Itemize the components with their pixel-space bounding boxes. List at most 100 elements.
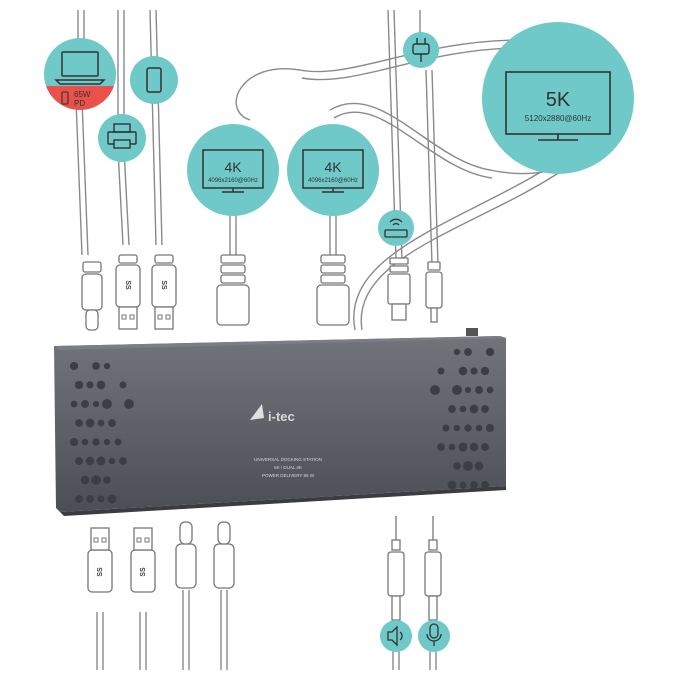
monitor-1-resolution: 4K: [224, 159, 242, 175]
usb-a-plug-top-2: [151, 254, 177, 330]
dock-label-line-2: 5K / DUAL 4K: [274, 465, 302, 470]
i-tec-logo: i-tec: [250, 404, 295, 424]
brand-text: i-tec: [268, 409, 295, 424]
vent-hole: [74, 380, 84, 390]
bottom-usb-a-2: [130, 527, 156, 593]
hdmi-plug-1: [216, 254, 250, 326]
vent-hole: [470, 367, 478, 375]
smartphone-icon: [146, 67, 162, 93]
vent-hole: [92, 438, 100, 446]
monitor-5k-detail: 5120x2880@60Hz: [525, 114, 591, 123]
vent-hole: [481, 443, 489, 451]
vent-hole: [103, 476, 111, 484]
vent-hole: [75, 495, 83, 503]
audio-jack-1: [387, 516, 405, 621]
vent-hole: [469, 404, 479, 414]
monitor-2: 4K 4096x2160@60Hz: [287, 124, 379, 216]
vent-hole: [485, 423, 495, 433]
vent-hole: [97, 419, 105, 427]
bottom-usb-c-1: [175, 521, 197, 589]
vent-hole: [453, 424, 461, 432]
vent-hole: [81, 438, 89, 446]
printer-device: [98, 114, 146, 162]
vent-hole: [107, 494, 117, 504]
vent-hole: [86, 381, 94, 389]
vent-hole: [453, 348, 461, 356]
vent-hole: [96, 456, 106, 466]
router-device: [378, 210, 414, 246]
vent-holes-left: [69, 361, 134, 504]
vent-hole: [81, 400, 89, 408]
vent-hole: [92, 400, 100, 408]
vent-hole: [85, 456, 95, 466]
vent-hole: [91, 475, 101, 485]
power-device: [403, 32, 439, 68]
vent-hole: [480, 366, 490, 376]
dock-label-line-3: POWER DELIVERY 65 W: [262, 473, 315, 478]
vent-hole: [458, 442, 468, 452]
vent-hole: [108, 457, 116, 465]
vent-hole: [447, 480, 457, 490]
microphone-device: [418, 620, 450, 652]
vent-hole: [452, 385, 462, 395]
router-icon: [384, 218, 408, 238]
vent-hole: [102, 399, 112, 409]
monitor-2-resolution: 4K: [324, 159, 342, 175]
vent-hole: [92, 362, 100, 370]
microphone-icon: [426, 623, 442, 646]
vent-hole: [481, 405, 489, 413]
vent-hole: [464, 424, 472, 432]
vent-holes-right: [430, 347, 495, 490]
power-badge-pd: PD: [74, 99, 85, 108]
vent-hole: [464, 386, 472, 394]
monitor-1: 4K 4096x2160@60Hz: [187, 124, 279, 216]
dc-power-plug: [425, 261, 443, 323]
vent-hole: [475, 386, 483, 394]
monitor-icon: [505, 71, 611, 141]
laptop-icon: [54, 51, 106, 85]
vent-hole: [80, 475, 90, 485]
monitor-1-detail: 4096x2160@60Hz: [208, 178, 258, 184]
vent-hole: [469, 442, 479, 452]
power-badge-icon: [61, 91, 69, 105]
vent-hole: [69, 437, 79, 447]
vent-hole: [85, 418, 95, 428]
phone-device: [130, 56, 178, 104]
vent-hole: [119, 457, 127, 465]
dock-label-line-1: UNIVERSAL DOCKING STATION: [254, 457, 322, 462]
vent-hole: [470, 481, 478, 489]
vent-hole: [448, 443, 456, 451]
vent-hole: [119, 381, 127, 389]
monitor-icon: [202, 149, 264, 193]
vent-hole: [86, 495, 94, 503]
audio-jack-2: [424, 516, 442, 621]
vent-hole: [453, 462, 461, 470]
vent-hole: [463, 461, 473, 471]
vent-hole: [448, 405, 456, 413]
vent-hole: [75, 457, 83, 465]
speaker-device: [380, 620, 412, 652]
docking-station: i-tec UNIVERSAL DOCKING STATION 5K / DUA…: [54, 328, 506, 516]
monitor-5k-resolution: 5K: [546, 89, 571, 111]
ethernet-plug: [387, 257, 411, 321]
vent-hole: [108, 419, 116, 427]
power-badge-wattage: 65W: [74, 90, 91, 99]
vent-hole: [437, 367, 445, 375]
printer-icon: [107, 123, 137, 149]
monitor-5k: 5K 5120x2880@60Hz: [482, 22, 634, 174]
vent-hole: [75, 419, 83, 427]
vent-hole: [124, 399, 134, 409]
monitor-2-detail: 4096x2160@60Hz: [308, 178, 358, 184]
vent-hole: [464, 348, 472, 356]
bottom-usb-a-1: [87, 527, 113, 593]
vent-hole: [97, 495, 105, 503]
top-left-cables: [75, 9, 163, 256]
power-plug-icon: [412, 38, 430, 62]
monitor-icon: [302, 149, 364, 193]
speaker-icon: [387, 625, 403, 647]
vent-hole: [114, 438, 122, 446]
vent-hole: [96, 380, 106, 390]
laptop-device: 65W PD: [44, 38, 116, 110]
vent-hole: [485, 347, 495, 357]
